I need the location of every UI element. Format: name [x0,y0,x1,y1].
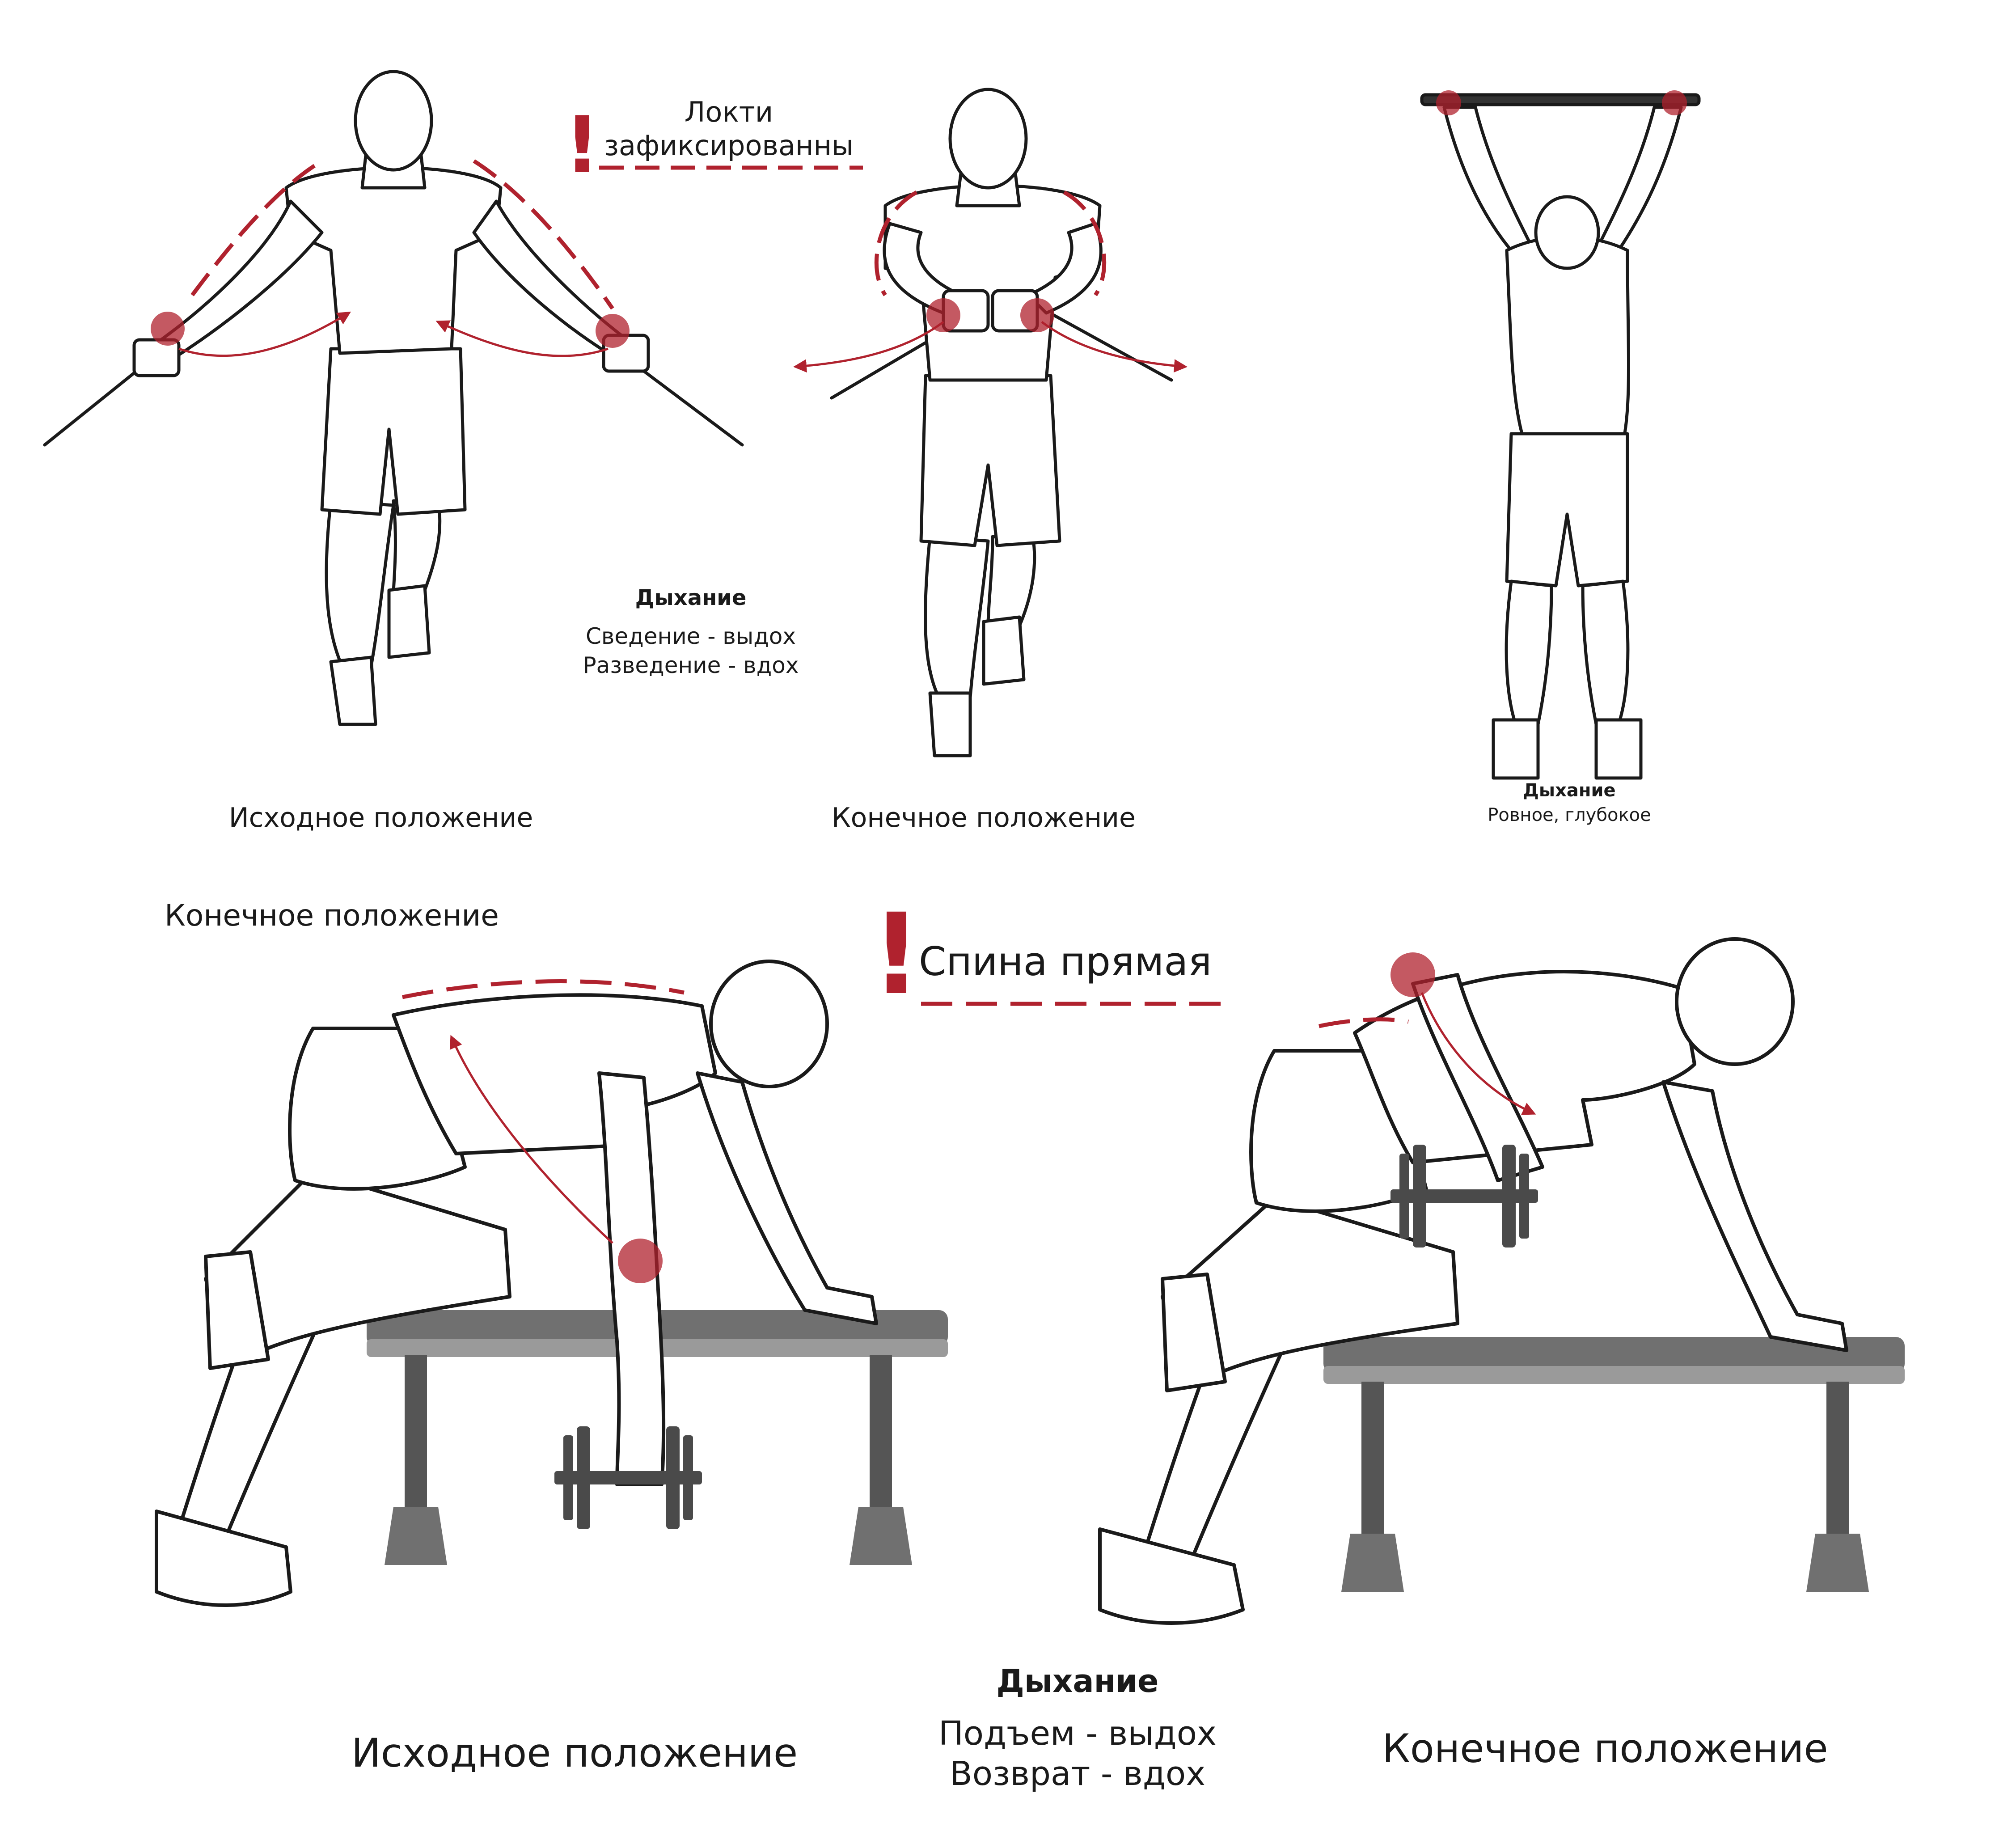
figure-cable-start [43,70,744,726]
dumbbell-left [554,1426,702,1529]
cable-right [1040,307,1173,382]
shoe-back [1098,1527,1245,1625]
leg-left [325,499,395,672]
cable-start-caption: Исходное положение [228,802,533,833]
shoe-kneeling [1161,1273,1227,1392]
row-end-label-top: Конечное положение [165,898,499,933]
row-breathing-line1: Подъем - выдох [938,1714,1217,1753]
shoe-left [928,691,972,757]
shoe-kneeling [204,1250,270,1370]
motion-arrow-icon [1420,992,1536,1115]
shoe-right [982,615,1026,686]
arm-working [1411,973,1544,1182]
head [1534,195,1600,270]
back-line [1319,1017,1409,1028]
joint-marker-icon [1020,298,1054,332]
cable-end-caption: Конечное положение [832,802,1136,833]
arm-path-left [874,190,918,296]
head [354,70,433,172]
motion-arrow-icon [435,320,609,357]
hang-breathing-line1: Ровное, глубокое [1488,805,1651,825]
arm-left [159,199,324,359]
figure-hang [1420,93,1701,780]
leg-right [986,535,1036,628]
back-line [402,979,685,999]
figure-row-end [1098,937,1848,1625]
handle-left [132,338,181,377]
joint-marker-icon [1390,952,1435,997]
figure-row-start-accents [402,979,685,1244]
row-breathing-title: Дыхание [996,1663,1159,1700]
joint-marker-icon [596,314,630,348]
torso [284,166,503,355]
cable-left [43,360,149,447]
cable-breathing-title: Дыхание [635,585,747,610]
torso [392,993,717,1155]
motion-arrow-icon [1041,321,1188,373]
joint-marker-icon [926,298,960,332]
cable-warning-line1: Локти [684,96,773,128]
joint-marker-icon [618,1239,663,1283]
dumbbell-right [1390,1145,1538,1248]
shorts [919,374,1061,547]
arm-right [1599,106,1683,252]
exclamation-icon: ! [871,889,922,1019]
joint-marker-icon [1436,90,1461,115]
back-warning: Спина прямая [919,939,1212,985]
figure-cable-end-accents [793,190,1188,373]
shoe-back [155,1510,292,1607]
shoe-left [1492,718,1540,780]
head [709,960,829,1088]
arm-support [696,1071,878,1325]
motion-arrow-icon [793,321,944,373]
shorts [320,347,467,516]
figure-cable-start-accents [178,159,614,357]
arm-path-right [473,159,614,310]
cable-breathing-line2: Разведение - вдох [583,652,799,678]
hang-breathing-title: Дыхание [1523,780,1616,801]
row-start-caption: Исходное положение [351,1730,798,1776]
shoe-right [387,584,431,659]
figure-row-start [155,960,878,1607]
figure-row-end-accents [1319,992,1536,1115]
leg-right [1581,579,1630,726]
head [948,88,1028,190]
motion-arrow-icon [449,1035,613,1244]
leg-left [1505,579,1553,726]
cable-warning-line2: зафиксированны [604,129,854,162]
arm-path-right [1063,190,1107,296]
row-end-caption: Конечное положение [1382,1725,1828,1772]
row-breathing-line2: Возврат - вдох [949,1755,1206,1793]
leg-left [924,535,990,699]
arm-left [1442,106,1531,252]
bench-right [1323,1337,1905,1592]
head [1675,937,1795,1066]
figure-cable-end [830,88,1173,757]
shoe-right [1594,718,1643,780]
joint-marker-icon [1662,90,1687,115]
shorts [1505,432,1629,588]
arm-path-left [190,159,323,296]
exclamation-icon: ! [564,100,600,191]
shoe-left [329,655,377,726]
cable-breathing-line1: Сведение - выдох [586,623,796,649]
joint-marker-icon [151,312,185,346]
pullup-bar [1420,93,1701,106]
bench-left [367,1310,948,1565]
arm-support [1661,1080,1848,1352]
motion-arrow-icon [178,311,351,357]
